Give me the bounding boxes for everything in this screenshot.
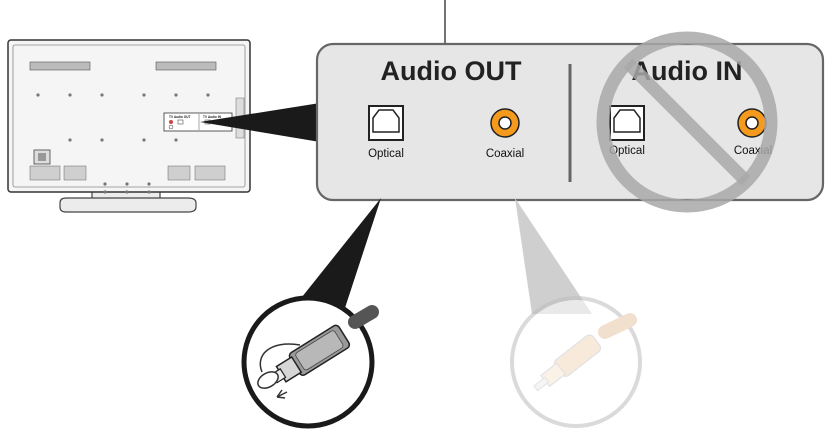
tv-vent-bottom-1 <box>29 165 61 181</box>
tv-vent-bottom-4 <box>194 165 226 181</box>
coaxial-callout-wedge <box>515 198 592 314</box>
tv-mini-coax-port <box>169 120 173 124</box>
tv-vent-bottom-2 <box>63 165 87 181</box>
tv-label-audio-in: TV Audio IN <box>203 115 222 119</box>
coaxial-cable-icon <box>510 296 642 428</box>
tv-screw-dots <box>36 93 210 194</box>
optical-callout-wedge <box>290 198 381 314</box>
audio-in-section: Audio IN Optical Coaxial <box>596 31 778 213</box>
audio-in-coaxial-port <box>737 108 767 138</box>
audio-in-optical-label: Optical <box>609 145 645 157</box>
tv-vent-top-right <box>155 61 217 71</box>
tv-stand-base <box>59 197 197 213</box>
tv-mini-optical-port <box>177 119 184 125</box>
tv-vent-top-left <box>29 61 91 71</box>
tv-back-illustration: TV Audio OUT TV Audio IN <box>7 39 251 213</box>
optical-cable-icon <box>241 295 379 429</box>
audio-out-optical-port <box>368 105 404 141</box>
audio-out-heading: Audio OUT <box>381 56 522 86</box>
zoom-wedge <box>200 103 320 142</box>
tv-vent-bottom-3 <box>167 165 191 181</box>
prohibit-icon <box>596 31 778 213</box>
audio-out-section: Audio OUT Optical Coaxial <box>368 56 524 160</box>
audio-in-optical-port <box>609 105 645 141</box>
audio-out-coaxial-label: Coaxial <box>486 148 524 160</box>
audio-out-coaxial-port <box>490 108 520 138</box>
audio-out-optical-label: Optical <box>368 148 404 160</box>
tv-label-audio-out: TV Audio OUT <box>169 115 191 119</box>
